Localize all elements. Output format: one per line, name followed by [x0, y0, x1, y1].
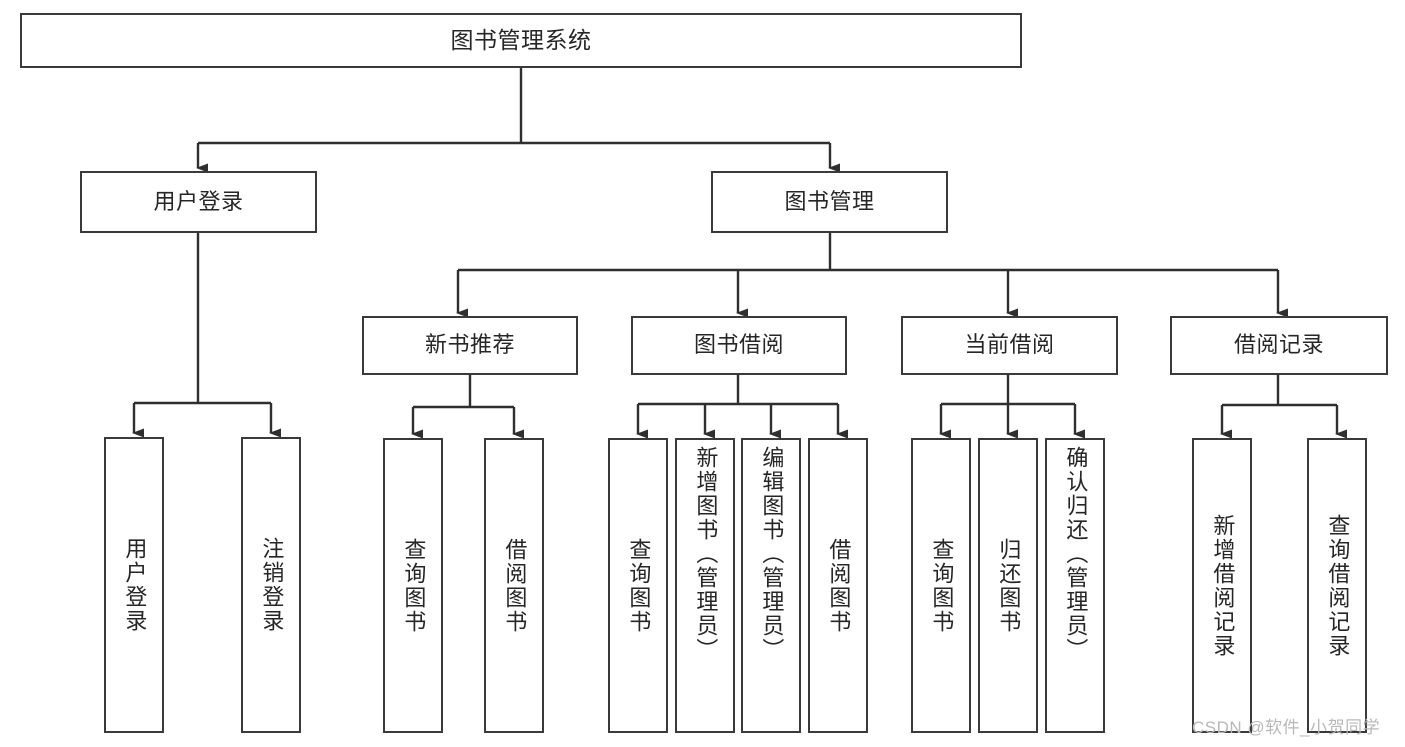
- node-label: 编辑图书（管理员）: [759, 446, 785, 662]
- leaf-add-book-admin[interactable]: 新增图书（管理员）: [675, 438, 735, 733]
- leaf-logout[interactable]: 注销登录: [241, 437, 301, 733]
- node-user-login[interactable]: 用户登录: [80, 171, 317, 233]
- node-label: 查询借阅记录: [1325, 513, 1351, 658]
- leaf-query-borrow-record[interactable]: 查询借阅记录: [1307, 438, 1367, 733]
- node-label: 用户登录: [122, 537, 148, 633]
- node-book-manage[interactable]: 图书管理: [711, 171, 948, 233]
- leaf-edit-book-admin[interactable]: 编辑图书（管理员）: [741, 438, 801, 733]
- node-book-borrow[interactable]: 图书借阅: [631, 316, 847, 375]
- node-root-system[interactable]: 图书管理系统: [20, 13, 1022, 68]
- node-label: 借阅记录: [1233, 332, 1324, 358]
- node-new-book-recommend[interactable]: 新书推荐: [362, 316, 578, 375]
- node-label: 用户登录: [153, 188, 244, 214]
- node-label: 借阅图书: [502, 537, 528, 634]
- node-borrow-record[interactable]: 借阅记录: [1170, 316, 1388, 375]
- leaf-query-book-c[interactable]: 查询图书: [911, 438, 971, 733]
- node-label: 新增借阅记录: [1210, 513, 1236, 658]
- leaf-borrow-book-b[interactable]: 借阅图书: [808, 438, 868, 733]
- leaf-confirm-return-admin[interactable]: 确认归还（管理员）: [1045, 438, 1105, 733]
- node-label: 查询图书: [401, 537, 427, 634]
- node-current-borrow[interactable]: 当前借阅: [901, 316, 1118, 375]
- node-label: 查询图书: [626, 537, 652, 634]
- node-label: 图书管理: [784, 188, 875, 214]
- node-label: 借阅图书: [826, 537, 852, 634]
- leaf-add-borrow-record[interactable]: 新增借阅记录: [1192, 438, 1252, 733]
- node-label: 当前借阅: [964, 332, 1055, 358]
- node-label: 图书管理系统: [450, 26, 592, 53]
- watermark: CSDN @软件_小贺同学: [1192, 718, 1381, 737]
- node-label: 新书推荐: [424, 332, 515, 358]
- leaf-query-book-a[interactable]: 查询图书: [383, 438, 443, 733]
- leaf-query-book-b[interactable]: 查询图书: [608, 438, 668, 733]
- node-label: 注销登录: [259, 537, 285, 633]
- leaf-user-login[interactable]: 用户登录: [104, 437, 164, 733]
- leaf-borrow-book-a[interactable]: 借阅图书: [484, 438, 544, 733]
- node-label: 新增图书（管理员）: [693, 446, 719, 662]
- node-label: 确认归还（管理员）: [1063, 446, 1089, 662]
- node-label: 归还图书: [996, 537, 1022, 634]
- node-label: 图书借阅: [693, 332, 784, 358]
- node-label: 查询图书: [929, 537, 955, 634]
- leaf-return-book[interactable]: 归还图书: [978, 438, 1038, 733]
